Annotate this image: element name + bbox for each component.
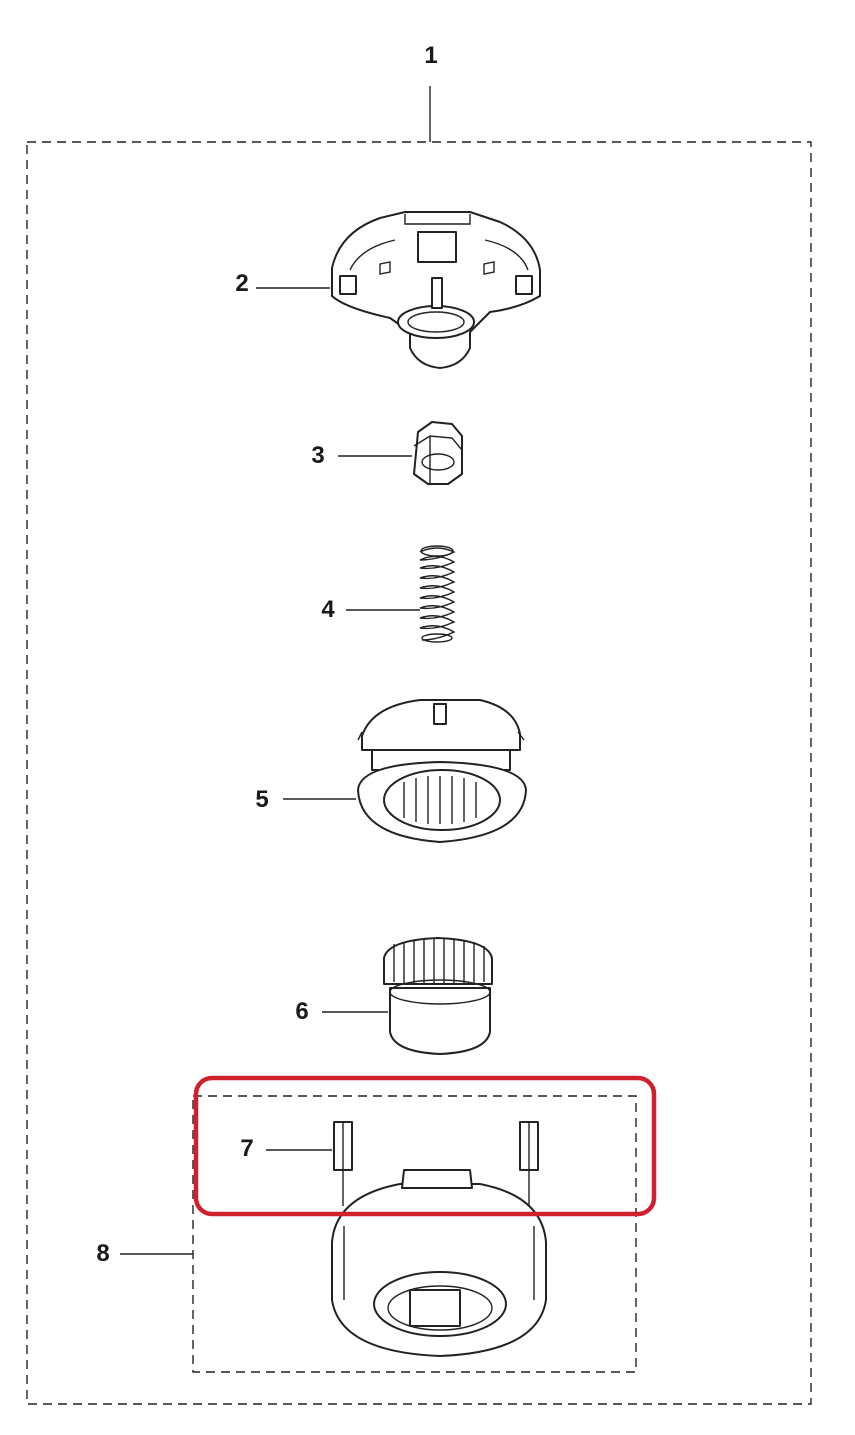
callout-4: 4 bbox=[321, 596, 335, 623]
callout-7: 7 bbox=[240, 1135, 254, 1162]
part-6-knob bbox=[383, 937, 493, 1055]
part-4-spring bbox=[419, 545, 456, 643]
callout-3: 3 bbox=[311, 442, 325, 469]
part-8-cap bbox=[331, 1169, 547, 1357]
highlight-box bbox=[193, 1075, 657, 1217]
part-3-nut bbox=[413, 421, 463, 485]
callout-2: 2 bbox=[235, 270, 249, 297]
assembly-1-boundary bbox=[26, 141, 812, 1405]
part-2-housing bbox=[331, 211, 541, 369]
callout-1: 1 bbox=[424, 42, 438, 69]
part-5-spool bbox=[357, 699, 527, 843]
callout-8: 8 bbox=[96, 1240, 110, 1267]
callout-5: 5 bbox=[255, 786, 269, 813]
callout-6: 6 bbox=[295, 998, 309, 1025]
part-7-clips bbox=[333, 1121, 539, 1206]
